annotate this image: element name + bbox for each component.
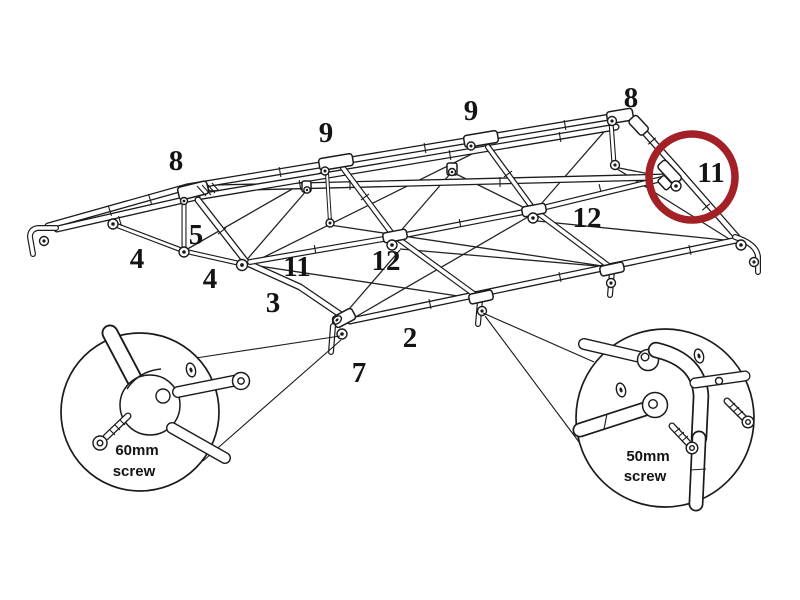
cable — [342, 249, 401, 317]
upper-right-arm — [689, 370, 751, 389]
plate-hole — [155, 388, 171, 404]
plate-arc — [126, 368, 162, 390]
right-detail-callout: 50mm screw — [482, 312, 755, 512]
top-tube — [578, 338, 660, 372]
bolt — [609, 159, 621, 171]
post-right — [608, 119, 617, 167]
diagonal-brace-3 — [194, 196, 354, 325]
brace-4-upper — [110, 221, 187, 254]
ridge-pole-upper — [183, 110, 632, 191]
left-hip-upper-rail — [44, 183, 191, 230]
callout-line — [195, 335, 341, 359]
bolt — [336, 328, 348, 340]
cable — [329, 224, 610, 268]
cable — [243, 189, 308, 264]
highlight-circle-part-11 — [645, 130, 739, 224]
part-label-7: 7 — [352, 357, 367, 389]
front-rail-t-connector-1 — [468, 289, 494, 305]
right-arm — [172, 371, 251, 398]
part-11-bracket-plate — [657, 174, 673, 191]
part-label-2: 2 — [403, 322, 418, 354]
bolt — [325, 218, 335, 228]
hinge-bolts — [38, 115, 760, 340]
bolt — [107, 218, 119, 230]
cable — [534, 124, 611, 212]
part-label-9-left: 9 — [319, 117, 334, 149]
front-bottom-rail-2 — [346, 236, 741, 325]
bolt — [178, 246, 190, 258]
corner-joint-detail-drawing — [572, 338, 755, 512]
corner-detail-drawing — [101, 324, 251, 464]
part-label-12-right: 12 — [573, 202, 602, 234]
callout-size-label: 50mm — [626, 448, 669, 465]
bolt — [670, 180, 682, 192]
lower-arm — [166, 422, 231, 464]
left-end-elbow — [27, 225, 59, 257]
screw-50mm-drawing-a — [668, 422, 699, 455]
bolt — [179, 196, 189, 206]
left-hip-lower-rail — [53, 193, 201, 233]
bolt — [447, 167, 457, 177]
cable — [351, 213, 534, 320]
callout-size-label: 60mm — [115, 442, 158, 459]
bolt — [303, 186, 311, 194]
post-mid — [325, 171, 332, 224]
bolt — [748, 256, 760, 268]
left-peak-fitting-8 — [176, 180, 210, 201]
left-detail-callout: 60mm screw — [60, 324, 342, 492]
part-labels: 8 9 9 8 11 12 5 4 4 11 12 3 2 7 — [130, 82, 725, 389]
corner-leg-7 — [328, 323, 336, 355]
nut — [693, 348, 705, 364]
nut — [615, 382, 627, 398]
bolt — [235, 258, 249, 272]
part-label-8-right: 8 — [624, 82, 639, 114]
ridge-t-connector-9-left — [317, 152, 355, 172]
part-label-8-left: 8 — [169, 145, 184, 177]
horizontal-tube — [572, 391, 669, 438]
connector-fittings — [176, 107, 683, 329]
bolt — [605, 277, 617, 289]
sleeve-ticks — [107, 119, 711, 310]
callout-line — [484, 315, 580, 443]
cross-cables — [183, 124, 735, 320]
callout-item-label: screw — [624, 468, 667, 485]
part-label-3: 3 — [266, 287, 281, 319]
right-end-elbow — [732, 234, 761, 275]
brace-4-lower — [181, 248, 245, 267]
bolt — [38, 235, 50, 247]
cable — [251, 264, 479, 300]
bolt — [527, 212, 539, 224]
part-label-4-upper: 4 — [130, 243, 145, 275]
right-peak-hip-sleeve — [628, 114, 649, 136]
part-label-12-mid: 12 — [372, 245, 401, 277]
peak-hatch-marks — [196, 182, 220, 197]
bolt — [606, 115, 618, 127]
cable — [399, 248, 610, 268]
vertical-leg-tube — [688, 430, 707, 512]
part-label-11-circled: 11 — [697, 157, 724, 189]
screw-60mm-drawing — [92, 412, 132, 451]
frame-tubes — [27, 110, 761, 355]
screw-50mm-drawing-b — [723, 397, 755, 429]
corner-elbow — [647, 341, 710, 447]
part-label-4-lower: 4 — [203, 263, 218, 295]
bolt — [320, 166, 330, 176]
bolt — [466, 141, 476, 151]
magnifier-circle-right — [575, 328, 755, 508]
mid-rail-11-12 — [247, 175, 669, 265]
ring-bolt — [331, 315, 343, 325]
ridge-pole-lower — [193, 123, 620, 201]
front-rail-t-connector-2 — [599, 261, 625, 277]
part-label-9-right: 9 — [464, 95, 479, 127]
cable — [536, 220, 735, 242]
bolt — [735, 239, 747, 251]
bolt — [386, 239, 398, 251]
callout-item-label: screw — [113, 463, 156, 480]
part-label-5: 5 — [189, 219, 204, 251]
part-label-11-mid: 11 — [283, 251, 310, 283]
nut — [185, 362, 197, 378]
callout-line — [482, 312, 595, 363]
callout-line — [202, 339, 342, 462]
rear-eave-rail — [207, 173, 668, 192]
